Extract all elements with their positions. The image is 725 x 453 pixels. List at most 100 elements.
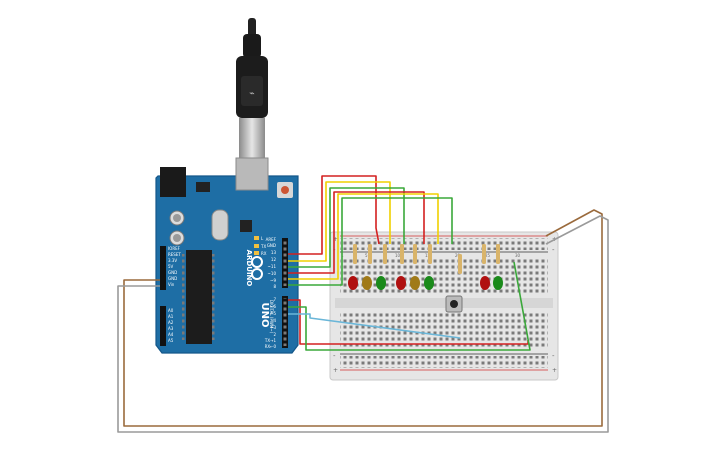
col-number-5: 5 [365, 253, 368, 258]
reset-button-cap[interactable] [281, 186, 289, 194]
logo-right-ring [251, 268, 263, 280]
pin-label-1: TX→1 [264, 338, 277, 343]
pin-label-3v3: 3.3V [168, 258, 177, 263]
pin-label-a3: A3 [168, 326, 174, 331]
led-green-1 [376, 276, 386, 290]
wire-pin11-green [288, 187, 405, 268]
capacitor-1-top [173, 214, 181, 222]
digital-header-label: DIGITAL (PWM~) [269, 300, 274, 334]
rail-minus-label-bottom: - [333, 352, 336, 360]
rail-plus-label-bottom-right: + [552, 367, 557, 374]
arduino-uno-board: L TX RX ARDUINO UNO AREF GND 13 1 [155, 157, 299, 354]
pin-label-10: ~10 [268, 271, 277, 276]
bottom-power-rail [340, 356, 548, 368]
usb-chip [240, 220, 252, 232]
wire-gnd-brown [123, 209, 603, 427]
resistor-4 [400, 244, 404, 264]
crystal-oscillator [211, 209, 229, 241]
usb-port [235, 157, 269, 191]
push-button[interactable] [445, 295, 463, 313]
push-button-cap[interactable] [450, 300, 458, 308]
chip-pins-left [182, 254, 186, 340]
wire-pin8-green [288, 197, 453, 286]
resistor-1 [353, 244, 357, 264]
rx-led [254, 251, 259, 255]
center-channel [335, 298, 553, 308]
wires-power [117, 209, 609, 433]
capacitor-2-top [173, 234, 181, 242]
resistor-3 [383, 244, 387, 264]
pin-label-a0: A0 [168, 308, 174, 313]
led-red-1 [348, 276, 358, 290]
chip-pins-right-row [212, 254, 216, 340]
usb-cable-strain [248, 18, 256, 38]
pin-label-gnd: GND [267, 243, 276, 248]
pin-label-4: 4 [273, 318, 276, 323]
col-number-30: 30 [515, 253, 521, 258]
pin-label-3: ~3 [270, 325, 276, 330]
chip-pins-right [212, 254, 216, 340]
resistor-7 [458, 254, 462, 274]
wires-digital [288, 175, 531, 351]
pin-labels-analog: A0 A1 A2 A3 A4 A5 [168, 308, 174, 343]
power-jack [160, 167, 186, 197]
l-led [254, 236, 259, 240]
pin-label-2: 2 [273, 332, 276, 337]
led-green-3 [493, 276, 503, 290]
pin-label-7: 7 [273, 297, 276, 302]
resistor-2 [368, 244, 372, 264]
rail-minus-label-right: - [552, 246, 555, 254]
wire-pin12-yellow [288, 181, 391, 262]
logo-left-ring [251, 256, 263, 268]
board-pcb [155, 175, 299, 354]
board-model-label: UNO [259, 303, 270, 328]
wire-pin10-red [288, 191, 425, 274]
led-yellow-2 [410, 276, 420, 290]
pin-labels-digital-top: AREF GND 13 12 ~11 ~10 ~9 8 [266, 237, 277, 289]
resistor-8 [482, 244, 486, 264]
pin-label-gnd1: GND [168, 270, 177, 275]
terminal-strip-bottom [340, 312, 548, 348]
l-led-label: L [261, 236, 264, 241]
usb-plug-metal [239, 118, 265, 160]
led-green-2 [424, 276, 434, 290]
wire-pin9-yellow [288, 193, 439, 280]
usb-cable-boot [243, 34, 261, 58]
usb-plug-grip [241, 76, 263, 106]
digital-header-bottom-holes [283, 298, 287, 346]
pin-label-0: RX←0 [265, 344, 277, 349]
pin-label-5: ~5 [270, 311, 276, 316]
terminal-strip-top [340, 258, 548, 294]
pin-label-a2: A2 [168, 320, 174, 325]
wire-pin6-green [288, 261, 531, 351]
rail-plus-label: + [333, 236, 338, 243]
pin-label-a1: A1 [168, 314, 174, 319]
pin-label-gnd2: GND [168, 276, 177, 281]
microcontroller-chip [186, 250, 212, 344]
arduino-logo: ARDUINO UNO [245, 250, 270, 328]
rail-minus-label-bottom-right: - [552, 352, 555, 360]
col-number-15: 15 [425, 253, 431, 258]
led-yellow-1 [362, 276, 372, 290]
resistor-5 [413, 244, 417, 264]
pin-label-ioref: IOREF [168, 246, 181, 251]
col-number-20: 20 [455, 253, 461, 258]
tx-led [254, 244, 259, 248]
usb-symbol-icon: ⌁ [249, 89, 254, 99]
leds [348, 276, 503, 290]
pin-label-6: ~6 [270, 304, 276, 309]
brand-label: ARDUINO [245, 250, 253, 287]
pin-label-a5: A5 [168, 338, 174, 343]
wire-5v-gray [117, 215, 609, 433]
pin-label-13: 13 [271, 250, 277, 255]
pin-label-11: ~11 [268, 264, 277, 269]
resistors [353, 244, 500, 274]
led-red-3 [480, 276, 490, 290]
breadboard: + - + - - + - + 1 5 10 15 20 25 30 [329, 231, 559, 381]
col-number-10: 10 [395, 253, 401, 258]
usb-cable: ⌁ [236, 18, 268, 160]
resistor-6 [428, 244, 432, 264]
pin-label-12: 12 [271, 257, 277, 262]
analog-header [160, 306, 166, 346]
